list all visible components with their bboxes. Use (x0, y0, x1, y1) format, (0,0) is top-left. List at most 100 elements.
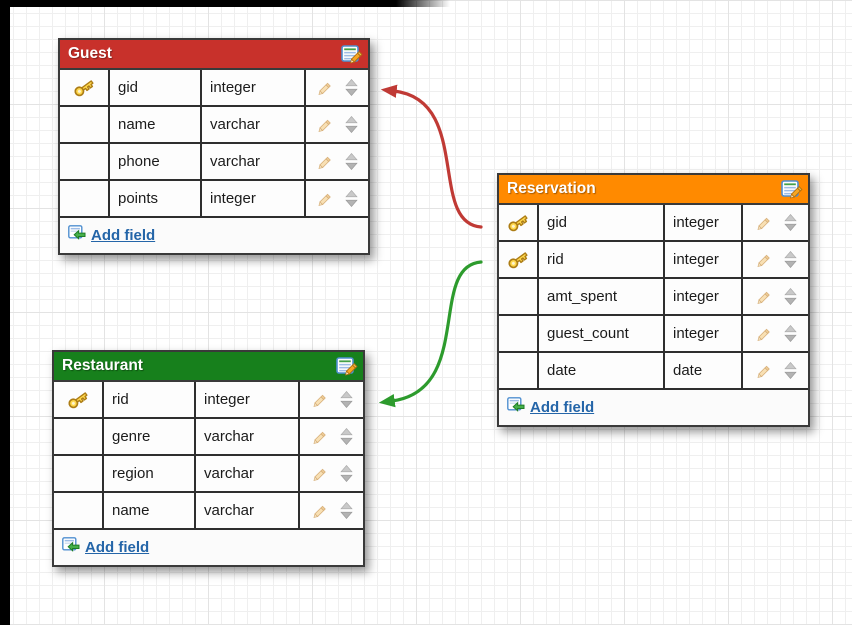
edit-field-icon[interactable] (316, 190, 336, 208)
field-type[interactable]: integer (665, 279, 743, 314)
field-name[interactable]: name (104, 493, 196, 528)
table-row[interactable]: gid integer (499, 205, 808, 242)
reorder-field-spinner[interactable] (783, 250, 797, 269)
field-name[interactable]: points (110, 181, 202, 216)
window-frame-top (0, 0, 450, 7)
relation-reservation-gid-to-guest[interactable] (380, 84, 483, 229)
key-cell (499, 242, 539, 277)
table-row[interactable]: rid integer (499, 242, 808, 279)
field-name[interactable]: gid (110, 70, 202, 105)
reorder-field-spinner[interactable] (783, 213, 797, 232)
field-name[interactable]: rid (104, 382, 196, 417)
field-actions-cell (306, 144, 368, 179)
table-header[interactable]: Reservation (499, 175, 808, 205)
reorder-field-spinner[interactable] (345, 152, 358, 171)
table-row[interactable]: amt_spent integer (499, 279, 808, 316)
table-footer: Add field (499, 390, 808, 425)
reorder-field-spinner[interactable] (783, 324, 797, 343)
table-header[interactable]: Restaurant (54, 352, 363, 382)
field-actions-cell (300, 382, 363, 417)
table-row[interactable]: guest_count integer (499, 316, 808, 353)
add-field-link[interactable]: Add field (530, 399, 595, 416)
table-guest[interactable]: Guest (58, 38, 370, 255)
key-cell (499, 279, 539, 314)
field-type[interactable]: date (665, 353, 743, 388)
field-type[interactable]: integer (202, 70, 306, 105)
primary-key-icon (506, 249, 531, 271)
table-title: Guest (68, 45, 112, 62)
edit-field-icon[interactable] (311, 502, 331, 520)
field-type[interactable]: varchar (202, 144, 306, 179)
field-name[interactable]: date (539, 353, 665, 388)
field-type[interactable]: integer (665, 242, 743, 277)
key-cell (54, 382, 104, 417)
reorder-field-spinner[interactable] (345, 78, 358, 97)
edit-field-icon[interactable] (316, 116, 336, 134)
edit-table-icon[interactable] (336, 356, 358, 376)
table-restaurant[interactable]: Restaurant (52, 350, 365, 567)
add-field-icon[interactable] (62, 537, 80, 558)
table-rows: gid integer (499, 205, 808, 390)
reorder-field-spinner[interactable] (339, 501, 353, 520)
primary-key-icon (506, 212, 531, 234)
reorder-field-spinner[interactable] (339, 427, 353, 446)
edit-field-icon[interactable] (755, 251, 775, 269)
table-row[interactable]: gid integer (60, 70, 368, 107)
edit-field-icon[interactable] (316, 79, 336, 97)
field-name[interactable]: name (110, 107, 202, 142)
add-field-icon[interactable] (507, 397, 525, 418)
table-header[interactable]: Guest (60, 40, 368, 70)
reorder-field-spinner[interactable] (345, 115, 358, 134)
reorder-field-spinner[interactable] (783, 287, 797, 306)
field-name[interactable]: phone (110, 144, 202, 179)
edit-field-icon[interactable] (316, 153, 336, 171)
field-type[interactable]: varchar (196, 456, 300, 491)
edit-field-icon[interactable] (311, 391, 331, 409)
edit-field-icon[interactable] (755, 325, 775, 343)
reorder-field-spinner[interactable] (783, 361, 797, 380)
field-name[interactable]: genre (104, 419, 196, 454)
field-type[interactable]: varchar (196, 493, 300, 528)
table-row[interactable]: phone varchar (60, 144, 368, 181)
field-type[interactable]: integer (665, 316, 743, 351)
field-name[interactable]: gid (539, 205, 665, 240)
edit-table-icon[interactable] (781, 179, 803, 199)
field-type[interactable]: integer (665, 205, 743, 240)
edit-table-icon[interactable] (341, 44, 363, 64)
table-row[interactable]: genre varchar (54, 419, 363, 456)
key-cell (499, 353, 539, 388)
add-field-link[interactable]: Add field (91, 227, 156, 244)
table-row[interactable]: region varchar (54, 456, 363, 493)
add-field-link[interactable]: Add field (85, 539, 150, 556)
field-actions-cell (743, 279, 808, 314)
table-row[interactable]: rid integer (54, 382, 363, 419)
table-row[interactable]: name varchar (60, 107, 368, 144)
field-name[interactable]: rid (539, 242, 665, 277)
edit-field-icon[interactable] (311, 428, 331, 446)
field-actions-cell (743, 205, 808, 240)
edit-field-icon[interactable] (311, 465, 331, 483)
table-row[interactable]: date date (499, 353, 808, 390)
reorder-field-spinner[interactable] (345, 189, 358, 208)
key-cell (54, 493, 104, 528)
reorder-field-spinner[interactable] (339, 390, 353, 409)
field-actions-cell (743, 353, 808, 388)
field-type[interactable]: integer (196, 382, 300, 417)
field-name[interactable]: amt_spent (539, 279, 665, 314)
field-name[interactable]: guest_count (539, 316, 665, 351)
reorder-field-spinner[interactable] (339, 464, 353, 483)
key-cell (54, 456, 104, 491)
field-type[interactable]: varchar (196, 419, 300, 454)
field-name[interactable]: region (104, 456, 196, 491)
table-row[interactable]: name varchar (54, 493, 363, 530)
edit-field-icon[interactable] (755, 362, 775, 380)
edit-field-icon[interactable] (755, 214, 775, 232)
relation-reservation-rid-to-restaurant[interactable] (378, 260, 483, 408)
add-field-icon[interactable] (68, 225, 86, 246)
field-type[interactable]: varchar (202, 107, 306, 142)
edit-field-icon[interactable] (755, 288, 775, 306)
table-row[interactable]: points integer (60, 181, 368, 218)
table-reservation[interactable]: Reservation (497, 173, 810, 427)
field-type[interactable]: integer (202, 181, 306, 216)
